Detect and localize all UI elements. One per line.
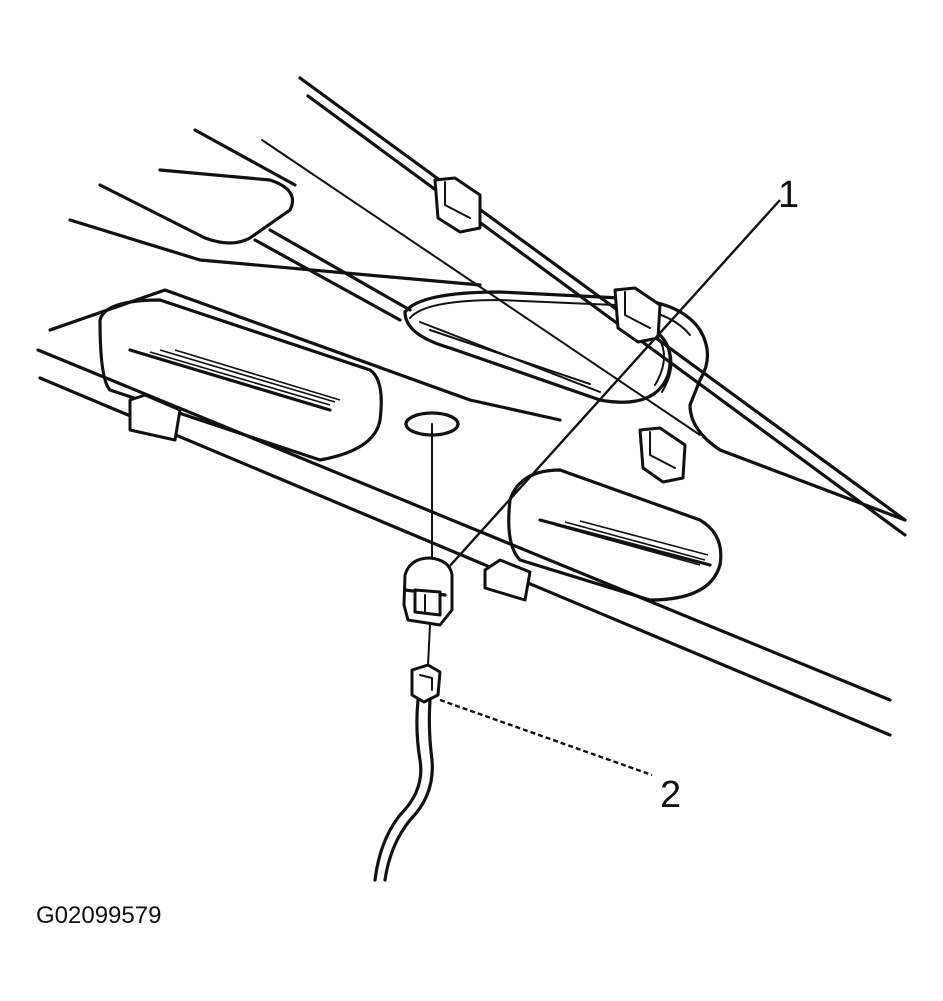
headliner-panel-upper xyxy=(68,128,482,322)
leader-line-2 xyxy=(439,698,653,777)
retaining-clip-3 xyxy=(638,426,687,484)
harness-connector xyxy=(402,556,454,666)
leader-line-1 xyxy=(447,199,781,569)
wire-terminal xyxy=(373,663,442,882)
roof-rail-outer xyxy=(261,76,907,537)
right-lamp-housing xyxy=(483,468,723,602)
figure-id: G02099579 xyxy=(36,902,162,929)
overhead-console-oval xyxy=(403,290,907,522)
retaining-clip-1 xyxy=(433,176,482,234)
retaining-clip-2 xyxy=(613,286,662,344)
callout-label-2: 2 xyxy=(660,774,682,816)
left-lamp-housing xyxy=(98,298,383,462)
callout-label-1: 1 xyxy=(778,174,800,216)
